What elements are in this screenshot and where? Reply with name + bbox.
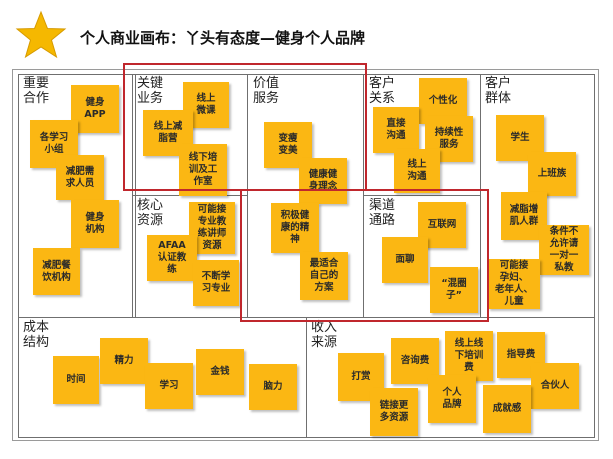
note-fitness-app: 健身 APP bbox=[71, 85, 119, 133]
note-office-workers: 上班族 bbox=[528, 152, 576, 196]
note-one-on-one: 条件不 允许请 一对一 私教 bbox=[539, 225, 589, 275]
highlight-outline-left bbox=[123, 63, 367, 191]
note-online-comm: 线上 沟通 bbox=[394, 149, 440, 193]
header-value: 价值 服务 bbox=[253, 76, 280, 106]
note-best-plan: 最适合 自己的 方案 bbox=[300, 252, 348, 300]
highlight-outline-bottom bbox=[240, 189, 489, 322]
note-keep-learning: 不断学 习专业 bbox=[193, 260, 239, 306]
note-pregnant-elderly: 可能接 孕妇、 老年人、 儿童 bbox=[488, 259, 540, 309]
header-key-partners: 重要 合作 bbox=[23, 76, 50, 106]
note-rev-brand: 个人 品牌 bbox=[428, 375, 476, 423]
note-direct-comm: 直接 沟通 bbox=[373, 107, 419, 153]
note-offline-training: 线下培 训及工 作室 bbox=[179, 144, 227, 196]
note-cost-money: 金钱 bbox=[196, 349, 244, 395]
note-rev-partner: 合伙人 bbox=[531, 363, 579, 409]
note-cost-energy: 精力 bbox=[100, 338, 148, 384]
note-rev-training: 线上线 下培训 费 bbox=[445, 331, 493, 381]
section-revenue bbox=[306, 317, 595, 438]
header-cost: 成本 结构 bbox=[23, 320, 50, 350]
note-rev-link: 链接更 多资源 bbox=[370, 388, 418, 436]
note-cost-study: 学习 bbox=[145, 363, 193, 409]
note-afaa: AFAA 认证教 练 bbox=[147, 235, 197, 281]
note-healthy-idea: 健康健 身理念 bbox=[299, 158, 347, 204]
star-icon bbox=[15, 10, 67, 59]
header-key-resources: 核心 资源 bbox=[137, 198, 164, 228]
note-gym: 健身 机构 bbox=[71, 200, 119, 248]
note-fat-loss-crowd: 减脂增 肌人群 bbox=[501, 192, 547, 240]
note-cost-time: 时间 bbox=[53, 356, 99, 404]
note-cost-brain: 脑力 bbox=[249, 364, 297, 410]
header-segments: 客户 群体 bbox=[485, 76, 512, 106]
note-fat-loss-seekers: 减肥需 求人员 bbox=[56, 155, 104, 200]
note-circle: “混圈 子” bbox=[430, 267, 478, 313]
note-face-to-face: 面聊 bbox=[382, 237, 428, 283]
header-relationships: 客户 关系 bbox=[369, 76, 396, 106]
header-channels: 渠道 通路 bbox=[369, 198, 396, 228]
note-diet-shop: 减肥餐 饮机构 bbox=[33, 248, 80, 295]
note-rev-achievement: 成就感 bbox=[483, 385, 531, 433]
note-positive-spirit: 积极健 康的精 神 bbox=[271, 203, 319, 253]
business-model-canvas: 重要 合作 关键 业务 核心 资源 价值 服务 客户 关系 渠道 通路 客户 群… bbox=[12, 63, 599, 441]
header-key-activities: 关键 业务 bbox=[137, 76, 164, 106]
page-title: 个人商业画布：丫头有态度—健身个人品牌 bbox=[80, 29, 366, 47]
header-revenue: 收入 来源 bbox=[311, 320, 338, 350]
